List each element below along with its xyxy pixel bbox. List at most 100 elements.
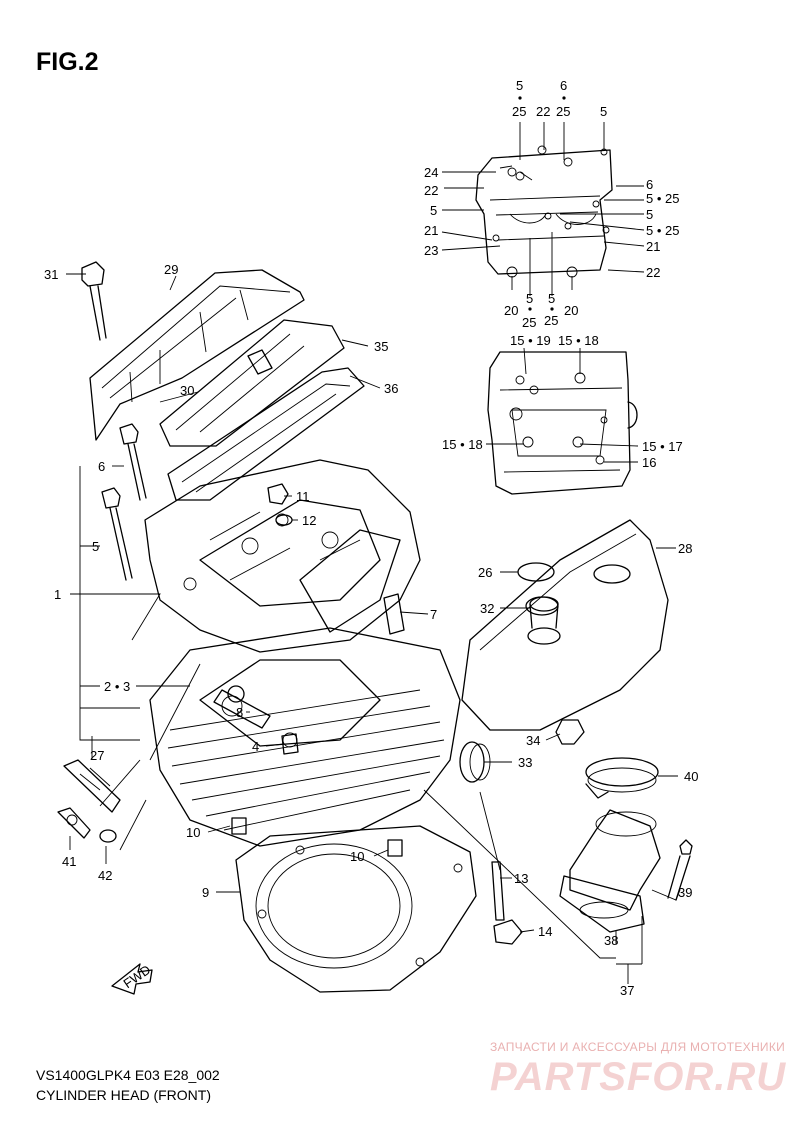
callout-15-17: 15 • 17 — [642, 439, 683, 454]
callout-top-5a: 5 — [516, 78, 523, 93]
callout-25-bottom-b: 25 — [544, 313, 558, 328]
upper-cover-plate — [475, 145, 613, 278]
callout-24: 24 — [424, 165, 438, 180]
callout-10b: 10 — [350, 849, 364, 864]
cylinder-base-gasket — [235, 825, 477, 993]
callout-top-25a: 25 — [512, 104, 526, 119]
callout-2-3: 2 • 3 — [104, 679, 130, 694]
grommet-32 — [527, 596, 561, 645]
callout-15-18-left: 15 • 18 — [442, 437, 483, 452]
callout-20-left: 20 — [504, 303, 518, 318]
cylinder-head-inner — [487, 351, 638, 495]
callout-32: 32 — [480, 601, 494, 616]
cylinder-barrel — [149, 627, 461, 847]
grommet-26 — [517, 562, 555, 582]
bolt-39 — [667, 839, 693, 901]
callout-35: 35 — [374, 339, 388, 354]
dowel-10b — [387, 839, 403, 857]
callout-33: 33 — [518, 755, 532, 770]
callout-5-left: 5 — [430, 203, 437, 218]
callout-8: 8 — [236, 705, 243, 720]
pin-8 — [213, 689, 271, 729]
bolt-5 — [101, 487, 133, 581]
figure-code: VS1400GLPK4 E03 E28_002 — [36, 1067, 220, 1083]
callout-5-25-right-b: 5 • 25 — [646, 223, 679, 238]
callout-top-22: 22 — [536, 104, 550, 119]
callout-40: 40 — [684, 769, 698, 784]
callout-15-18-top: 15 • 18 — [558, 333, 599, 348]
callout-20-right: 20 — [564, 303, 578, 318]
callout-5-bottom-b: 5 — [548, 291, 555, 306]
callout-5: 5 — [92, 539, 99, 554]
dowel-10a — [231, 817, 247, 835]
spark-plug — [63, 759, 121, 813]
dowel-4 — [281, 733, 299, 755]
callout-labels: 31 29 30 35 36 6 5 1 2 • 3 11 12 7 8 4 2… — [44, 78, 698, 998]
callout-9: 9 — [202, 885, 209, 900]
callout-21-right: 21 — [646, 239, 660, 254]
callout-top-5b: 5 — [600, 104, 607, 119]
callout-39: 39 — [678, 885, 692, 900]
fwd-label: FWD — [120, 962, 153, 991]
bolt-31 — [81, 261, 107, 341]
callout-5-bottom-a: 5 — [526, 291, 533, 306]
nut-14 — [493, 919, 523, 945]
air-duct-cover — [461, 519, 669, 731]
callout-28: 28 — [678, 541, 692, 556]
callout-25-bottom-a: 25 — [522, 315, 536, 330]
callout-23: 23 — [424, 243, 438, 258]
callout-26: 26 — [478, 565, 492, 580]
callout-30: 30 — [180, 383, 194, 398]
washer-42 — [99, 829, 117, 843]
callout-1: 1 — [54, 587, 61, 602]
bolt-6 — [119, 423, 147, 501]
rocker-cover-gasket — [167, 367, 365, 501]
bolt-11 — [267, 483, 289, 505]
callout-6-right: 6 — [646, 177, 653, 192]
cylinder-head-cover — [89, 269, 305, 441]
callout-5-25-right-a: 5 • 25 — [646, 191, 679, 206]
intake-pipe — [559, 809, 661, 933]
washer-12 — [275, 514, 293, 526]
figure-name: CYLINDER HEAD (FRONT) — [36, 1087, 212, 1103]
leader-lines — [66, 122, 681, 984]
callout-22-left: 22 — [424, 183, 438, 198]
watermark-tagline: ЗАПЧАСТИ И АКСЕССУАРЫ ДЛЯ МОТОТЕХНИКИ — [490, 1040, 786, 1054]
callout-41: 41 — [62, 854, 76, 869]
callout-31: 31 — [44, 267, 58, 282]
callout-29: 29 — [164, 262, 178, 277]
callout-13: 13 — [514, 871, 528, 886]
callout-37: 37 — [620, 983, 634, 998]
callout-12: 12 — [302, 513, 316, 528]
callout-34: 34 — [526, 733, 540, 748]
plug-41 — [57, 807, 91, 839]
dowel-7 — [383, 593, 405, 635]
cylinder-head-block — [144, 459, 421, 653]
callout-36: 36 — [384, 381, 398, 396]
stud-13 — [491, 861, 505, 921]
callout-6: 6 — [98, 459, 105, 474]
callout-38: 38 — [604, 933, 618, 948]
callout-21-left: 21 — [424, 223, 438, 238]
callout-27: 27 — [90, 748, 104, 763]
damper-34 — [555, 719, 585, 745]
callout-top-6: 6 — [560, 78, 567, 93]
callout-5-right: 5 — [646, 207, 653, 222]
watermark-brand: PARTSFOR.RU — [490, 1055, 787, 1099]
callout-11: 11 — [296, 489, 310, 504]
callout-42: 42 — [98, 868, 112, 883]
separator-dots — [518, 96, 566, 311]
rocker-cover-plate — [159, 319, 345, 447]
callout-16: 16 — [642, 455, 656, 470]
hose-clamp — [585, 757, 659, 799]
figure-title: FIG.2 — [36, 48, 99, 76]
callout-14: 14 — [538, 924, 552, 939]
callout-15-19: 15 • 19 — [510, 333, 551, 348]
callout-4: 4 — [252, 739, 259, 754]
fwd-arrow: FWD — [111, 962, 153, 995]
callout-10a: 10 — [186, 825, 200, 840]
callout-22-right: 22 — [646, 265, 660, 280]
callout-7: 7 — [430, 607, 437, 622]
callout-top-25b: 25 — [556, 104, 570, 119]
